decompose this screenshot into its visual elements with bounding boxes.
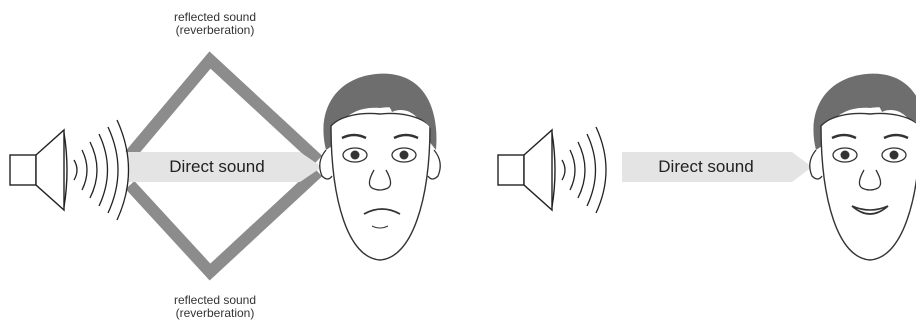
reflected-sound-bottom-line2: (reverberation): [145, 307, 285, 320]
reflection-path-bottom: [130, 172, 318, 272]
direct-sound-label-right: Direct sound: [626, 157, 786, 177]
reflection-path-top: [130, 60, 318, 160]
speaker-icon: [10, 130, 67, 210]
reflected-sound-label-bottom: reflected sound (reverberation): [145, 294, 285, 320]
direct-sound-label-left: Direct sound: [137, 157, 297, 177]
reflected-sound-label-top: reflected sound (reverberation): [145, 11, 285, 37]
sound-waves-icon-right: [562, 127, 606, 213]
speaker-icon-right: [498, 130, 555, 210]
sound-waves-icon: [74, 120, 129, 220]
smiling-face-icon: [810, 74, 916, 260]
reflected-sound-top-line2: (reverberation): [145, 24, 285, 37]
frowning-face-icon: [320, 74, 441, 260]
